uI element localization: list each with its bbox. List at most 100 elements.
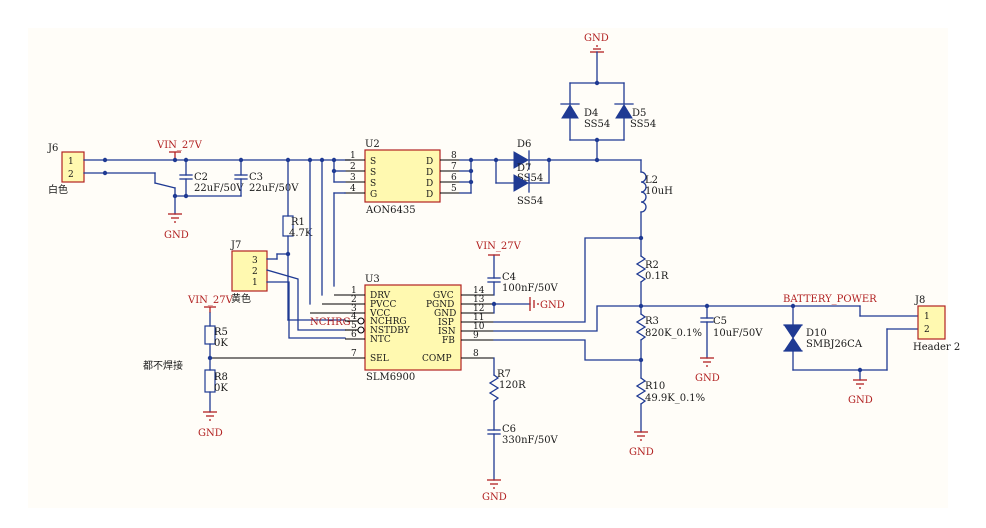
r7-zigzag [488,374,500,402]
r2-value: 0.1R [645,271,669,282]
c3-ref: C3 [249,172,263,183]
junction [183,157,189,163]
gnd-label: GND [198,428,223,439]
capacitor-c2: C2 22uF/50V [179,159,244,197]
c5-ref: C5 [713,316,727,327]
c2-value: 22uF/50V [194,183,244,194]
u3-pin-name: PVCC [370,300,396,310]
l2-ref: L2 [645,175,658,186]
j8-designator: J8 [914,295,925,306]
r3-zigzag [635,313,647,341]
d4-value: SS54 [584,119,610,130]
j6-pin-1: 1 [68,157,74,167]
r2-ref: R2 [645,260,659,271]
d7-value: SS54 [517,196,543,207]
d6-triangle [513,151,530,169]
junction [468,168,474,174]
resistor-r2: R2 0.1R [635,237,669,307]
u3-pin-num: 13 [473,295,485,305]
d10-triangle-b [784,337,802,351]
ground-symbol-j8: GND [848,379,873,406]
c6-value: 330nF/50V [502,435,559,446]
r1-value: 4.7K [289,228,313,239]
junction [172,193,178,199]
u3-pin-num: 9 [473,331,479,341]
c4-value: 100nF/50V [502,283,559,294]
d4-ref: D4 [584,108,598,119]
l2-coil [640,171,647,213]
r3-value: 820K_0.1% [645,328,702,339]
j8-pin-2: 2 [924,325,930,335]
d5-triangle [615,104,633,119]
gnd-label: GND [482,492,507,503]
junction [285,251,291,257]
c5-value: 10uF/50V [713,328,763,339]
nchrg-label: NCHRG [310,317,351,328]
u2-pin-num: 5 [451,184,457,194]
u2-pin-num: 6 [451,173,457,183]
diode-d4: D4 SS54 [560,103,610,130]
j7-pin-1: 1 [252,278,258,288]
ground-symbol-top: GND [584,33,609,53]
j7-note: 黄色 [231,292,251,305]
u3-pin-num: 1 [351,286,357,296]
junction [468,179,474,185]
junction [172,157,178,163]
u2-pin-num: 2 [350,162,356,172]
u3-pin-num: 2 [351,295,357,305]
r5-value: 0K [214,338,228,349]
junction [546,157,552,163]
u3-pin-num: 11 [473,313,484,323]
d10-triangle-a [784,325,802,339]
wire-fb [493,339,642,361]
d5-value: SS54 [630,119,656,130]
u2-pin-num: 1 [350,151,356,161]
resistor-r3: R3 820K_0.1% [635,305,702,361]
u3-pin-name: SEL [370,354,389,364]
junction [594,80,600,86]
ic-u3: U3 SLM6900 1 2 3 4 5 6 7 DRV PVCC VCC NC… [212,274,494,383]
connector-j8: J8 1 2 Header 2 [913,295,960,353]
vin-label-top: VIN_27V [156,140,203,151]
u3-pin-num: 3 [351,304,357,314]
vin-port-r5: VIN_27V [187,295,234,313]
r7-value: 120R [499,380,526,391]
inductor-l2: L2 10uH [640,159,673,239]
battery-power-label: BATTERY_POWER [783,294,877,305]
u2-body [364,149,441,203]
c3-value: 22uF/50V [249,183,299,194]
j6-designator: J6 [47,143,58,154]
gnd-label: GND [540,300,565,311]
vin-port-top: VIN_27V [156,140,203,160]
capacitor-c6: C6 330nF/50V [487,424,559,481]
junction [331,157,337,163]
ground-symbol-c2: GND [164,213,189,241]
u3-pin-name: COMP [422,354,452,364]
resistor-r5: R5 0K [204,312,228,371]
gnd-label: GND [695,373,720,384]
u3-pin-name: VCC [369,309,390,319]
gnd-label: GND [629,447,654,458]
d7-ref: D7 [517,163,531,174]
diode-d7: D7 SS54 [513,163,543,207]
c2-ref: C2 [194,172,208,183]
connector-j7: J7 3 2 1 黄色 [230,240,268,305]
r10-zigzag [635,377,647,405]
j6-body [61,151,85,183]
u3-pin-name: NSTDBY [370,326,411,336]
resistor-r7: R7 120R [488,369,526,431]
d6-ref: D6 [517,139,531,150]
d5-ref: D5 [632,108,646,119]
u2-pin-num: 3 [350,173,356,183]
r10-value: 49.9K_0.1% [645,393,705,404]
u2-pin-num: 4 [350,184,356,194]
u3-body [364,284,462,371]
u3-pin-name: GND [434,309,456,319]
ground-symbol-c5: GND [695,357,720,384]
u3-pin-name: NCHRG [370,317,407,327]
u2-pin-name: S [370,179,376,189]
u3-pin-num: 12 [473,304,484,314]
ic-u2: U2 AON6435 1 2 3 4 S S S G 8 7 6 5 D D D… [345,139,460,216]
u2-pin-name: G [370,190,377,200]
